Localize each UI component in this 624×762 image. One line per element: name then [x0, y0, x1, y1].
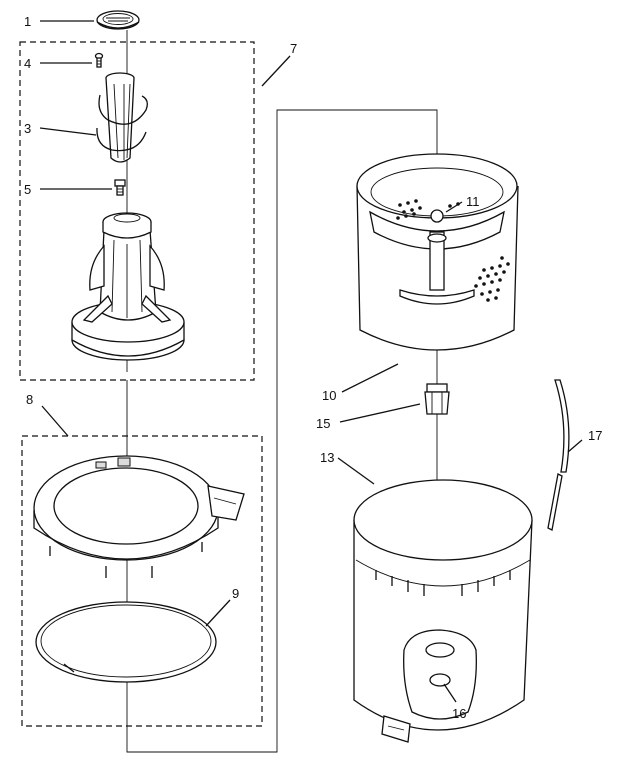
- callout-9: 9: [232, 586, 239, 601]
- callout-16: 16: [452, 706, 466, 721]
- agitator-auger-part: [96, 72, 148, 163]
- connector-line: [126, 109, 438, 753]
- callout-11: 11: [466, 194, 480, 209]
- tub-ring-group-box: [21, 435, 263, 727]
- callout-13: 13: [320, 450, 334, 465]
- callout-10: 10: [322, 388, 336, 403]
- callout-3: 3: [24, 121, 31, 136]
- agitator-base-part: [71, 212, 185, 361]
- seal-ring-part: [35, 601, 217, 683]
- callout-4: 4: [24, 56, 31, 71]
- hose-part: [547, 379, 570, 531]
- screw-part: [94, 52, 104, 68]
- hub-nut-part: [424, 383, 450, 415]
- callout-15: 15: [316, 416, 330, 431]
- outer-tub-part: [353, 479, 533, 743]
- callout-8: 8: [26, 392, 33, 407]
- callout-17: 17: [588, 428, 602, 443]
- agitator-group-box: [19, 41, 255, 381]
- bolt-part: [114, 179, 126, 196]
- tub-ring-part: [33, 455, 245, 578]
- callout-7: 7: [290, 41, 297, 56]
- agitator-cap-part: [96, 10, 140, 30]
- inner-basket-part: [356, 153, 519, 351]
- callout-5: 5: [24, 182, 31, 197]
- leader-lines: [39, 20, 583, 703]
- callout-1: 1: [24, 14, 31, 29]
